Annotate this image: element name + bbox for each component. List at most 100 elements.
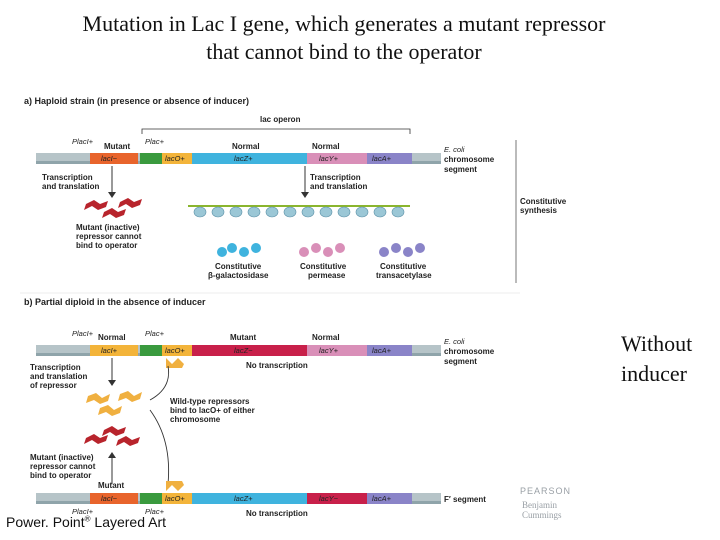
b-curve-up [149,365,170,401]
b-chrom-label-1: chromosome [444,347,495,356]
a-normal-label-1: Normal [232,142,260,151]
a-mutant-rep-3: bind to operator [76,241,137,250]
b-mutant-rep-1: Mutant (inactive) [30,453,94,462]
panel-a-header: a) Haploid strain (in presence or absenc… [24,96,249,106]
a-lacy-segment [307,153,367,164]
b-low-lacy-text: lacY− [319,494,339,503]
b-low-p-lac: Plac+ [145,507,165,516]
b-arrowhead-rep [108,380,116,386]
publisher-line-2: Benjamin [522,500,557,510]
a-normal-label-2: Normal [312,142,340,151]
side-note: Without inducer [621,329,692,389]
footer-credit: Power. Point® Layered Art [6,514,166,530]
footer-reg-mark: ® [84,514,91,524]
b-no-transcription-low: No transcription [246,509,308,518]
a-tt-left-2: and translation [42,182,99,191]
b-no-transcription: No transcription [246,361,308,370]
a-tt-left-1: Transcription [42,173,93,182]
b-lacz-text: lacZ− [234,346,253,355]
a-mutant-repressors [84,198,142,218]
b-lacp-segment [140,345,162,356]
a-chrom-label-1: chromosome [444,155,495,164]
operon-bracket [141,128,411,134]
a-lacp-segment [140,153,162,164]
slide-title-line2: that cannot bind to the operator [206,39,482,64]
b-laci-text: lacI+ [101,346,118,355]
a-laca-text: lacA+ [372,154,392,163]
a-arrowhead-right [301,192,309,198]
side-note-line2: inducer [621,361,687,386]
b-mutant-rep-3: bind to operator [30,471,91,480]
b-low-laca-segment [367,493,412,504]
b-arrowhead-mutant [108,452,116,458]
a-bgal-label-1: Constitutive [215,262,262,271]
b-lacy-segment [307,345,367,356]
a-ribosomes [193,206,405,218]
footer-text: Power. Point [6,514,85,530]
a-trans-label-1: Constitutive [380,262,427,271]
b-mutant-rep-2: repressor cannot [30,462,96,471]
footer-suffix: Layered Art [90,514,167,530]
b-low-laco-segment [162,493,192,504]
b-wt-2: bind to lacO+ of either [170,406,255,415]
b-curve-down [149,409,170,485]
a-laci-segment [90,153,138,164]
b-low-lacp-segment [140,493,162,504]
b-p-laci: PlacI+ [72,329,94,338]
a-laci-text: lacI− [101,154,118,163]
b-fprime-segment: lacI− lacO+ lacZ+ lacY− lacA+ [36,493,441,504]
b-laco-segment [162,345,192,356]
b-bound-repressor-top [166,358,184,368]
a-laco-segment [162,153,192,164]
b-low-lacy-segment [307,493,367,504]
a-chrom-label-2: segment [444,165,477,174]
a-lacy-text: lacY+ [319,154,339,163]
b-low-lacz-segment [192,493,307,504]
b-tt-rep-2: and translation [30,372,87,381]
publisher-line-1: PEARSON [520,486,571,496]
a-p-lac: Plac+ [145,137,165,146]
b-laca-segment [367,345,412,356]
a-const-synth-2: synthesis [520,206,557,215]
a-laca-segment [367,153,412,164]
a-laco-text: lacO+ [165,154,185,163]
b-normal-right: Normal [312,333,340,342]
a-transacetylase-proteins [379,243,425,257]
a-mutant-label: Mutant [104,142,131,151]
a-arrowhead-left [108,192,116,198]
b-low-lacz-text: lacZ+ [234,494,253,503]
b-laca-text: lacA+ [372,346,392,355]
a-mutant-rep-1: Mutant (inactive) [76,223,140,232]
b-laco-text: lacO+ [165,346,185,355]
b-low-laci-segment [90,493,138,504]
b-wt-1: Wild-type repressors [170,397,250,406]
a-perm-label-1: Constitutive [300,262,347,271]
a-chromosome: lacI− lacO+ lacZ+ lacY+ lacA+ [36,153,441,164]
b-laci-segment [90,345,138,356]
b-lacz-segment [192,345,307,356]
b-tt-rep-1: Transcription [30,363,81,372]
b-chrom-label-2: segment [444,357,477,366]
a-trans-label-2: transacetylase [376,271,432,280]
b-normal-left: Normal [98,333,126,342]
b-mutant-low: Mutant [98,481,125,490]
a-ecoli-label: E. coli [444,145,465,154]
b-fprime-label: F′ segment [444,495,486,504]
b-chromosome: lacI+ lacO+ lacZ− lacY+ lacA+ [36,345,441,356]
a-perm-label-2: permease [308,271,346,280]
operon-label: lac operon [260,115,301,124]
a-mutant-rep-2: repressor cannot [76,232,142,241]
b-tt-rep-3: of repressor [30,381,77,390]
panel-b-header: b) Partial diploid in the absence of ind… [24,297,206,307]
b-lacy-text: lacY+ [319,346,339,355]
a-p-laci: PlacI+ [72,137,94,146]
b-mutant-label: Mutant [230,333,257,342]
slide-title-line1: Mutation in Lac I gene, which generates … [82,11,606,36]
publisher-line-3: Cummings [522,510,562,520]
b-low-p-laci: PlacI+ [72,507,94,516]
b-low-laci-text: lacI− [101,494,118,503]
b-mutant-repressors [84,426,140,446]
a-lacz-text: lacZ+ [234,154,253,163]
a-permease-proteins [299,243,345,257]
